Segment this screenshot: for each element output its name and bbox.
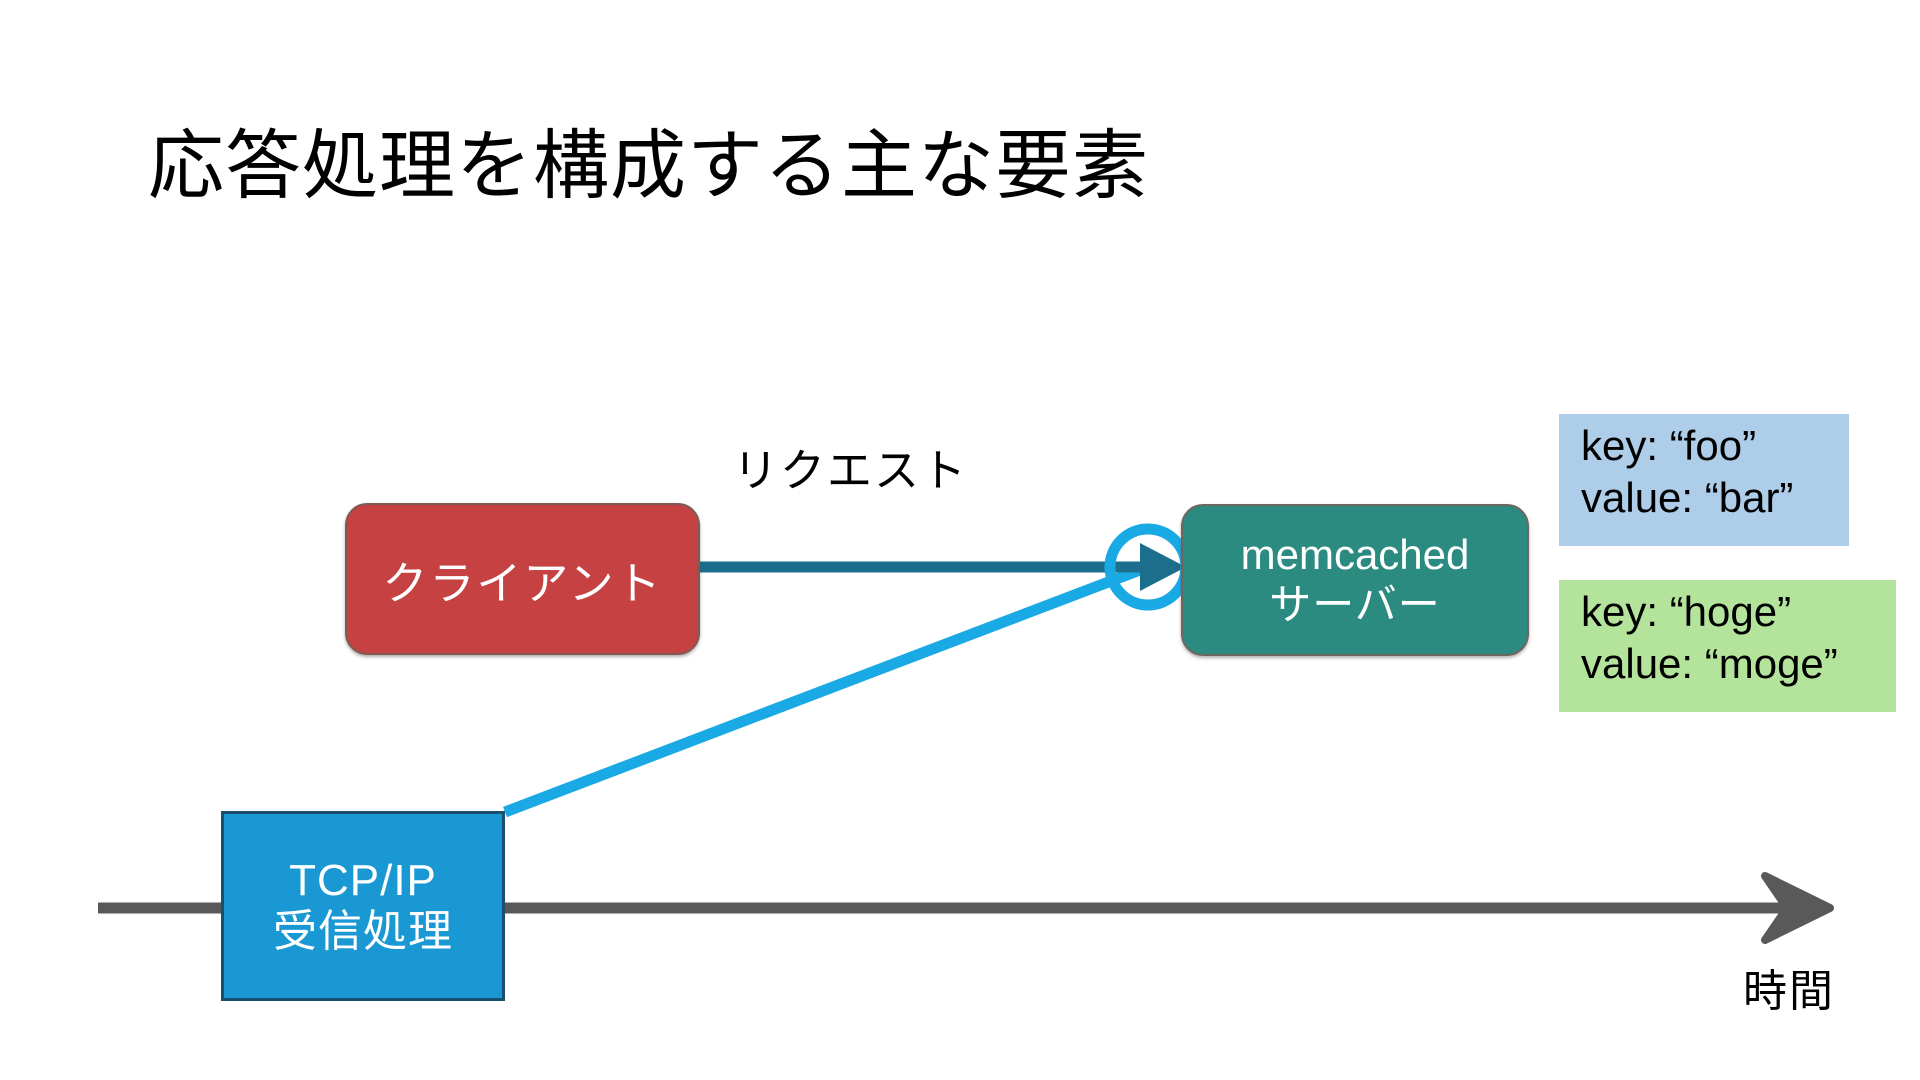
annotation-kv-hoge-value: value: “moge” [1581,640,1838,688]
annotation-kv-hoge-key: key: “hoge” [1581,588,1792,635]
node-client-label: クライアント [382,557,663,609]
node-tcpip-label-line1: TCP/IP [289,855,437,905]
timeline-arrowhead [1761,872,1834,944]
tcpip-uplink-line [503,564,1142,818]
annotation-kv-foo: key: “foo” value: “bar” [1559,414,1849,546]
node-memcached-label-line2: サーバー [1269,581,1441,628]
annotation-kv-hoge: key: “hoge” value: “moge” [1559,580,1896,712]
node-tcpip-receive[interactable]: TCP/IP 受信処理 [221,811,505,1001]
page-title: 応答処理を構成する主な要素 [148,123,1149,209]
annotation-kv-foo-key: key: “foo” [1581,422,1757,469]
node-client[interactable]: クライアント [345,503,700,655]
request-arrow-connector [700,543,1186,591]
node-tcpip-label-line2: 受信処理 [273,907,453,956]
node-memcached-label-line1: memcached [1240,531,1470,579]
annotation-kv-foo-value: value: “bar” [1581,474,1794,522]
request-arrow-head [1140,543,1186,591]
node-memcached-server[interactable]: memcached サーバー [1181,504,1529,656]
timeline-label: 時間 [1743,967,1835,1016]
tcpip-uplink-connector [503,564,1142,818]
request-connector-label: リクエスト [733,445,969,496]
